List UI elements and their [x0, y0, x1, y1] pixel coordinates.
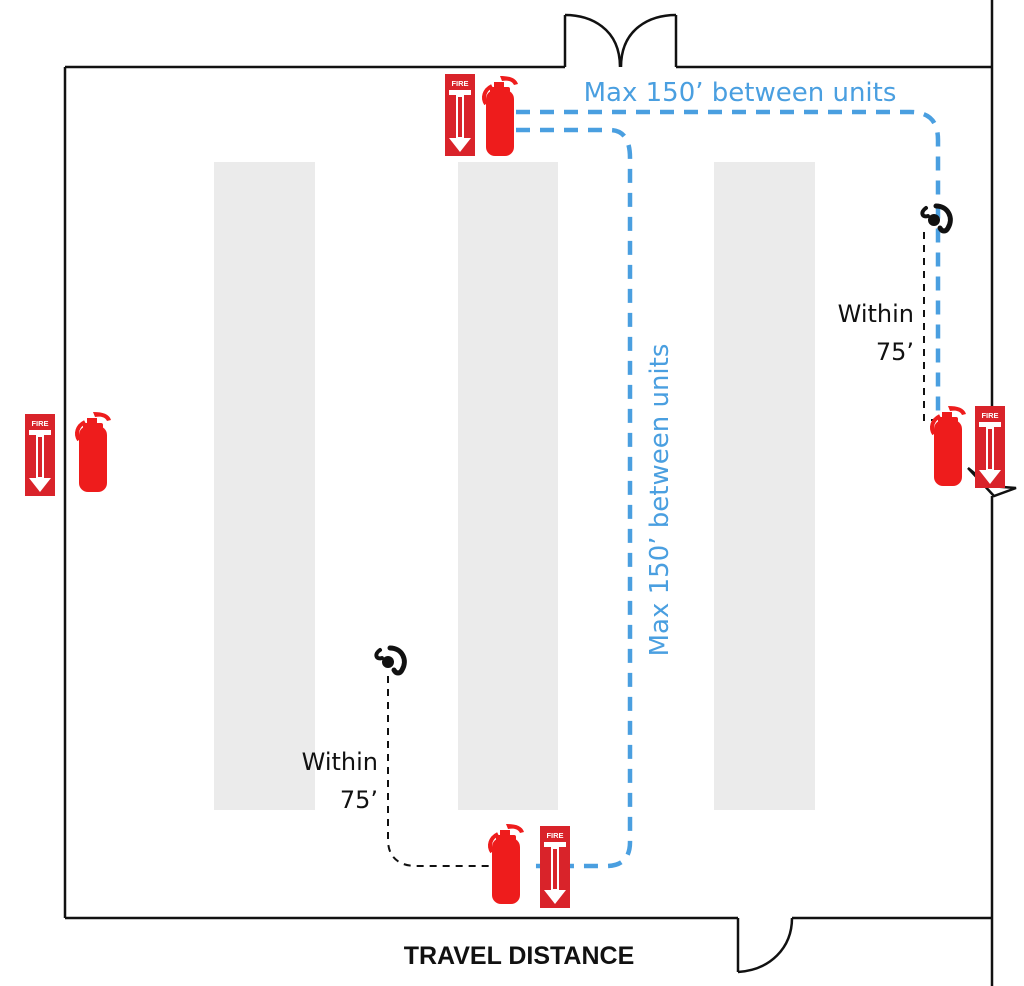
fire-extinguisher-icon — [482, 74, 520, 158]
fire-extinguisher-sign-icon: FIRE — [445, 74, 475, 156]
path-within-75-bottom — [387, 676, 496, 867]
person-icon — [376, 648, 404, 673]
svg-text:FIRE: FIRE — [31, 419, 48, 428]
diagram-title: TRAVEL DISTANCE — [404, 942, 635, 970]
label-within-bottom-line2: 75’ — [340, 786, 378, 814]
aisle-right — [714, 162, 815, 810]
fire-extinguisher-sign-icon: FIRE — [975, 406, 1005, 488]
label-within-right-line2: 75’ — [876, 338, 914, 366]
label-within-right-line1: Within — [838, 300, 914, 328]
label-max-between-units-top: Max 150’ between units — [584, 78, 897, 108]
svg-text:FIRE: FIRE — [451, 79, 468, 88]
fire-extinguisher-sign-icon: FIRE — [540, 826, 570, 908]
fire-extinguisher-icon — [75, 410, 113, 494]
door-bottom-icon — [736, 917, 794, 974]
aisle-left — [214, 162, 315, 810]
fire-extinguisher-icon — [930, 404, 968, 488]
door-top-icon — [563, 13, 678, 68]
fire-extinguisher-icon — [488, 822, 526, 906]
fire-extinguisher-sign-icon: FIRE — [25, 414, 55, 496]
building-walls — [63, 0, 1017, 986]
aisle-center — [458, 162, 558, 810]
path-between-units-top — [516, 109, 941, 414]
label-max-between-units-vertical: Max 150’ between units — [645, 344, 675, 657]
svg-text:FIRE: FIRE — [981, 411, 998, 420]
label-within-bottom-line1: Within — [302, 748, 378, 776]
path-within-75-right — [923, 232, 936, 421]
svg-text:FIRE: FIRE — [546, 831, 563, 840]
path-between-units-vertical — [516, 127, 633, 869]
